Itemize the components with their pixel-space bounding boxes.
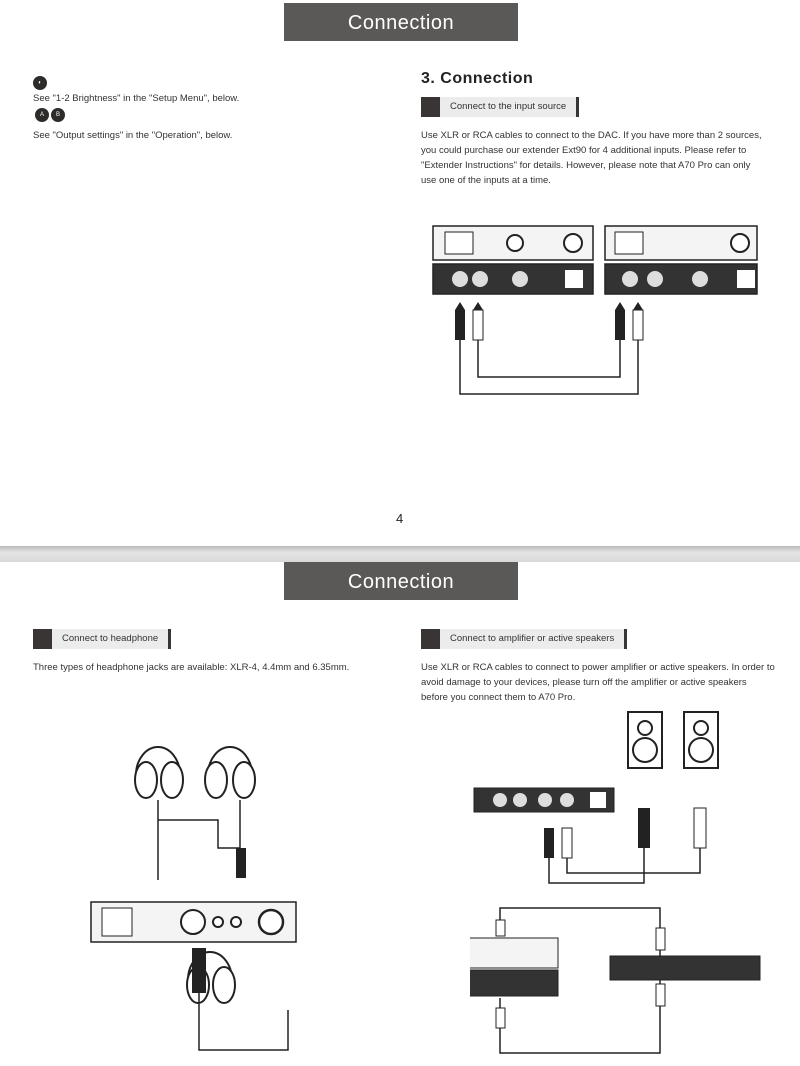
brightness-text: See "1-2 Brightness" in the "Setup Menu"…	[33, 93, 240, 104]
amp-label: Connect to amplifier or active speakers	[421, 629, 628, 649]
section-title: 3. Connection	[421, 70, 534, 87]
input-source-text: Use XLR or RCA cables to connect to the …	[421, 130, 762, 186]
amplifier-diagram	[470, 711, 761, 1054]
page-number: 4	[396, 511, 404, 526]
button-a-icon: A	[35, 108, 49, 123]
headphone-text: Three types of headphone jacks are avail…	[33, 662, 350, 673]
output-note: See "Output settings" in the "Operation"…	[33, 130, 233, 141]
input-connection-diagram	[432, 225, 758, 395]
page-header-2: Connection	[284, 562, 518, 600]
button-b-icon: B	[51, 108, 65, 123]
brightness-icon: ◐	[33, 76, 47, 91]
brightness-note: ◐ See "1-2 Brightness" in the "Setup Men…	[33, 76, 239, 106]
input-source-label: Connect to the input source	[421, 97, 580, 117]
headphone-diagram	[90, 746, 297, 1051]
headphone-label: Connect to headphone	[33, 629, 172, 649]
amp-text: Use XLR or RCA cables to connect to powe…	[421, 662, 775, 703]
page-header: Connection	[284, 3, 518, 41]
page-divider	[0, 546, 800, 562]
